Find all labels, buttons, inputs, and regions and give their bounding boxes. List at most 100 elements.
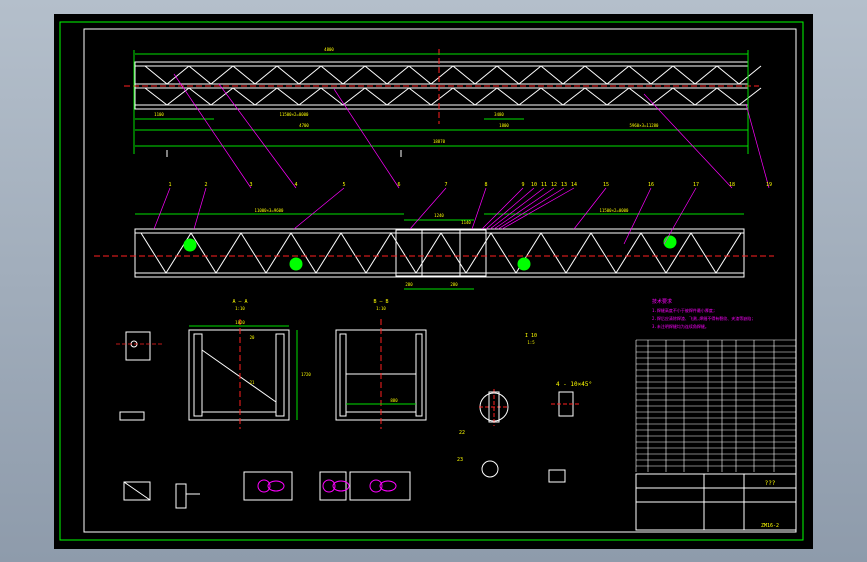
section-scale: 1:10	[376, 306, 386, 311]
top-diagonal	[672, 65, 696, 85]
leader-line	[471, 187, 487, 230]
front-diagonal	[640, 232, 667, 274]
front-diagonal	[590, 232, 617, 274]
part-balloon: 17	[693, 182, 699, 188]
front-diagonal	[365, 232, 392, 274]
plate-outline	[349, 471, 411, 501]
part-balloon: 9	[521, 182, 524, 188]
top-diagonal	[276, 65, 300, 85]
top-diagonal	[364, 87, 388, 106]
front-diagonal	[340, 232, 367, 274]
part-balloon: 12	[551, 182, 557, 188]
front-dim: 1240	[434, 213, 444, 218]
part-balloon: 19	[766, 182, 772, 188]
part-balloon: 23	[457, 457, 463, 463]
leader-line	[623, 187, 652, 245]
hatch-circle	[663, 235, 677, 249]
section-dim: 1720	[301, 372, 311, 377]
top-diagonal	[452, 87, 476, 106]
front-diagonal	[240, 232, 267, 274]
leader-line	[501, 187, 575, 230]
leader-line	[497, 187, 565, 230]
top-diagonal	[320, 87, 344, 106]
detail-line	[123, 481, 151, 501]
front-diagonal	[715, 232, 742, 274]
drawing-title: ???	[765, 480, 776, 487]
top-diagonal	[166, 87, 190, 106]
detail-scale: 1:5	[527, 340, 535, 345]
top-dim: 4700	[299, 123, 309, 128]
hatch-circle	[289, 257, 303, 271]
section-aa-frame	[188, 329, 290, 421]
top-diagonal	[144, 65, 168, 85]
top-diagonal	[518, 65, 542, 85]
front-diagonal	[540, 232, 567, 274]
section-bb-post	[339, 333, 347, 417]
top-diagonal	[694, 65, 718, 85]
top-diagonal	[474, 65, 498, 85]
plate-slot	[379, 480, 397, 492]
top-diagonal	[716, 65, 740, 85]
top-diagonal	[408, 65, 432, 85]
top-diagonal	[650, 87, 674, 106]
section-dim: 880	[390, 398, 398, 403]
part-balloon: 7	[444, 182, 447, 188]
front-diagonal	[190, 232, 217, 274]
top-diagonal	[584, 65, 608, 85]
front-diagonal	[290, 232, 317, 274]
front-diagonal	[665, 232, 692, 274]
top-diagonal	[716, 87, 740, 106]
top-diagonal	[474, 87, 498, 106]
top-diagonal	[518, 87, 542, 106]
part-balloon: 18	[729, 182, 735, 188]
front-diagonal	[390, 232, 417, 274]
top-dim: 11500×2=0000	[280, 112, 309, 117]
notes-title: 技术要求	[652, 298, 672, 305]
top-diagonal	[452, 65, 476, 85]
leader-line	[218, 83, 297, 189]
detail-clip	[123, 481, 151, 501]
top-diagonal	[650, 65, 674, 85]
top-diagonal	[694, 87, 718, 106]
leader-line	[193, 187, 207, 230]
front-diagonal	[265, 232, 292, 274]
top-diagonal	[320, 65, 344, 85]
front-dim: 280	[450, 282, 458, 287]
top-diagonal	[386, 87, 410, 106]
leader-line	[489, 187, 545, 230]
section-aa-post	[193, 333, 203, 417]
front-dim: 280	[405, 282, 413, 287]
top-diagonal	[254, 87, 278, 106]
top-diagonal	[496, 65, 520, 85]
plate-outline	[319, 471, 347, 501]
part-balloon: 13	[561, 182, 567, 188]
front-diagonal	[490, 232, 517, 274]
top-dim: 1800	[499, 123, 509, 128]
front-diagonal	[215, 232, 242, 274]
top-diagonal	[254, 65, 278, 85]
top-diagonal	[540, 65, 564, 85]
leader-line	[481, 187, 524, 230]
detail-angle	[175, 483, 187, 509]
front-dim: 11000×3=9600	[255, 208, 284, 213]
detail-plate	[125, 331, 151, 361]
plate-hole	[322, 479, 336, 493]
front-view-outline	[134, 228, 745, 278]
plate-hole	[369, 479, 383, 493]
front-diagonal	[315, 232, 342, 274]
front-dim: 11500×2=0000	[600, 208, 629, 213]
part-balloon: 16	[648, 182, 654, 188]
section-bb-post	[415, 333, 423, 417]
part-balloon: 4	[294, 182, 297, 188]
leader-line	[643, 93, 733, 189]
leader-line	[409, 187, 447, 230]
splice-box	[395, 229, 487, 277]
detail-web	[488, 391, 500, 423]
leader-line	[333, 88, 400, 189]
top-diagonal	[430, 87, 454, 106]
section-title: A — A	[232, 299, 247, 305]
drawing-number: ZM16-2	[761, 523, 779, 529]
top-diagonal	[298, 87, 322, 106]
